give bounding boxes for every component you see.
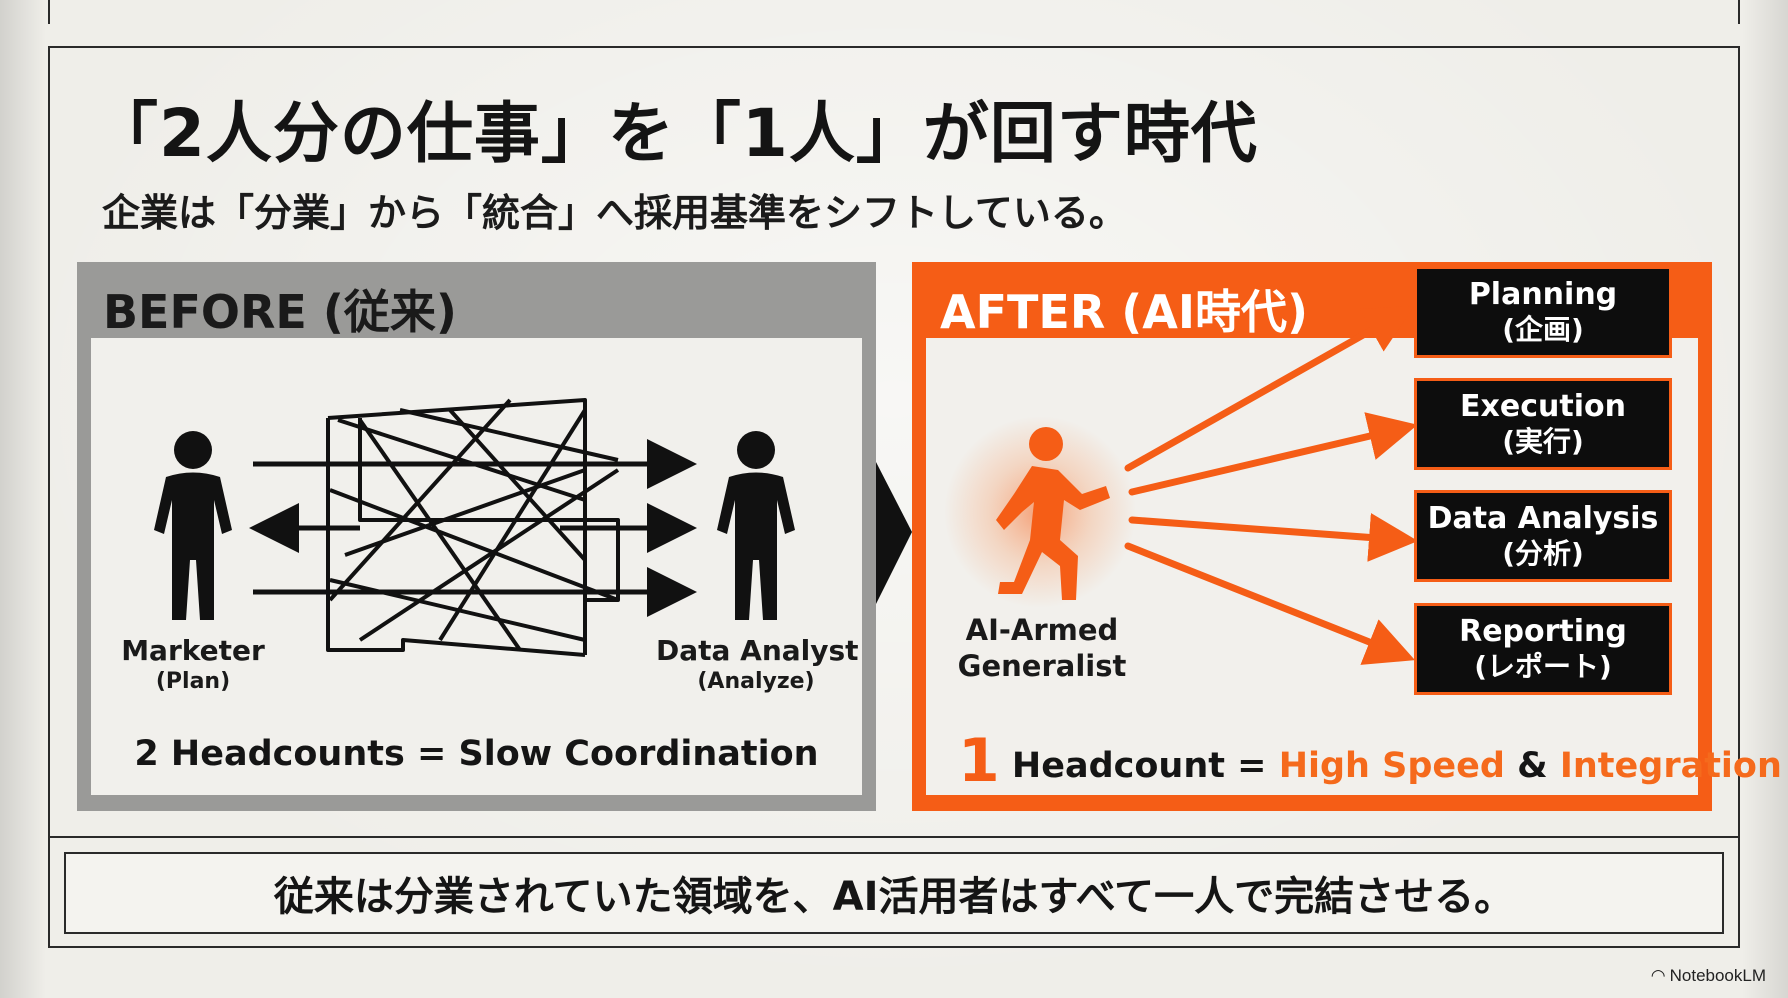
- task-title: Reporting: [1459, 614, 1627, 649]
- task-subtitle: (実行): [1502, 425, 1584, 458]
- task-subtitle: (レポート): [1474, 650, 1612, 683]
- generalist-line1: AI-Armed: [965, 613, 1119, 647]
- data-analyst-role: (Analyze): [697, 669, 815, 694]
- frame-left-line: [48, 46, 50, 948]
- task-box-data-analysis: Data Analysis (分析): [1414, 490, 1672, 582]
- frame-right-line: [1738, 46, 1740, 948]
- brand-name: NotebookLM: [1669, 966, 1766, 985]
- generalist-label: AI-Armed Generalist: [950, 612, 1134, 684]
- task-subtitle: (企画): [1502, 313, 1584, 346]
- footer-text: 従来は分業されていた領域を、AI活用者はすべて一人で完結させる。: [273, 874, 1515, 920]
- arrow-icon: [1124, 542, 1416, 665]
- task-title: Planning: [1468, 277, 1618, 312]
- paper-edge-right: [1742, 0, 1788, 998]
- corner-tick-right: [1738, 0, 1740, 24]
- before-label: BEFORE (従来): [103, 285, 457, 339]
- transition-arrow-icon: [876, 462, 912, 604]
- task-box-reporting: Reporting (レポート): [1414, 603, 1672, 695]
- arrow-icon: [1128, 512, 1418, 562]
- after-caption: 1 Headcount = High Speed & Integration: [958, 726, 1782, 796]
- tangled-coordination-lines: [326, 398, 620, 657]
- task-subtitle: (分析): [1502, 537, 1584, 570]
- high-speed-text: High Speed: [1278, 746, 1505, 786]
- marketer-name: Marketer: [121, 634, 265, 667]
- person-icon: [154, 431, 232, 620]
- arrow-icon: [1128, 412, 1418, 496]
- brand-watermark: ◠NotebookLM: [1651, 966, 1766, 986]
- arrow-icon: [249, 439, 697, 617]
- generalist-line2: Generalist: [957, 649, 1127, 683]
- marketer-label: Marketer (Plan): [113, 634, 273, 694]
- task-box-execution: Execution (実行): [1414, 378, 1672, 470]
- person-icon: [717, 431, 795, 620]
- page-title: 「2人分の仕事」を「1人」が回す時代: [92, 95, 1258, 172]
- marketer-role: (Plan): [155, 669, 231, 694]
- data-analyst-name: Data Analyst: [656, 634, 859, 667]
- ampersand-text: &: [1504, 746, 1560, 786]
- footer-box: 従来は分業されていた領域を、AI活用者はすべて一人で完結させる。: [64, 852, 1724, 934]
- headcount-number: 1: [958, 726, 1000, 796]
- notebooklm-logo-icon: ◠: [1650, 966, 1666, 985]
- before-inner: [91, 338, 862, 795]
- integration-text: Integration: [1559, 746, 1782, 786]
- frame-top-line: [48, 46, 1740, 48]
- frame-divider-line: [48, 836, 1740, 838]
- corner-tick-left: [48, 0, 50, 24]
- task-title: Data Analysis: [1427, 501, 1659, 536]
- frame-bottom-line: [48, 946, 1740, 948]
- task-box-planning: Planning (企画): [1414, 266, 1672, 358]
- task-arrows: [1124, 306, 1418, 665]
- running-person-icon: [996, 427, 1110, 600]
- page-subtitle: 企業は「分業」から「統合」へ採用基準をシフトしている。: [102, 191, 1127, 235]
- after-label: AFTER (AI時代): [940, 285, 1309, 339]
- arrow-icon: [1124, 306, 1415, 472]
- headcount-text: Headcount =: [999, 746, 1279, 786]
- before-caption: 2 Headcounts = Slow Coordination: [134, 734, 819, 774]
- task-title: Execution: [1460, 389, 1626, 424]
- paper-edge-left: [0, 0, 46, 998]
- data-analyst-label: Data Analyst (Analyze): [656, 634, 859, 694]
